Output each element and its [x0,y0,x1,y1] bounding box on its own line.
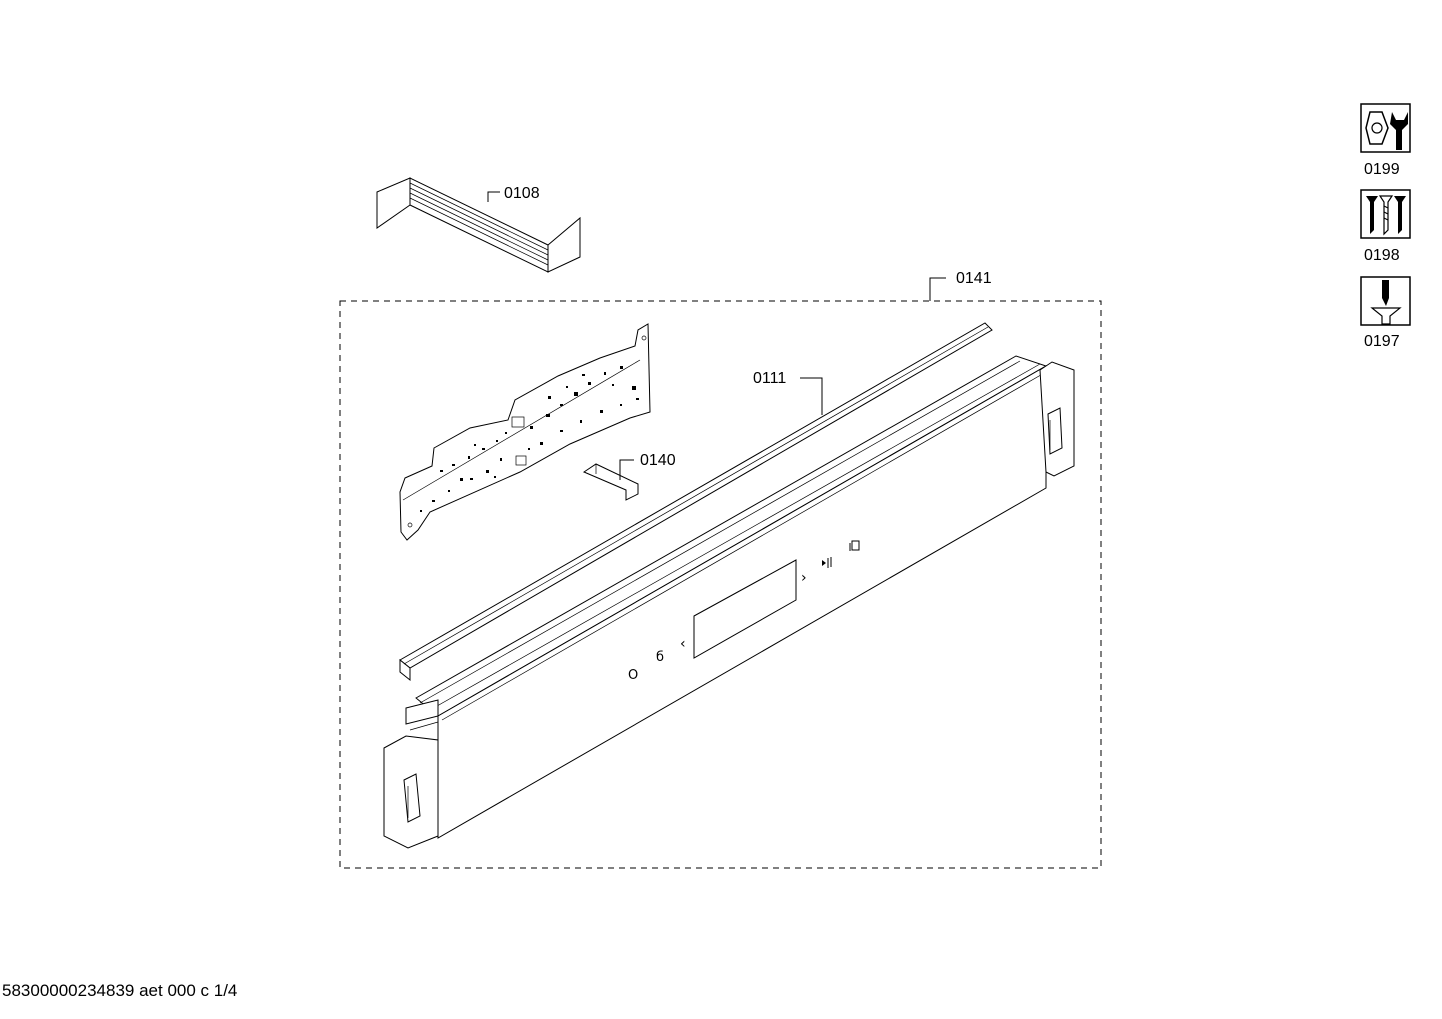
leader-0111 [800,377,823,415]
label-0111: 0111 [753,370,786,387]
label-0199: 0199 [1364,161,1400,178]
label-0108: 0108 [504,185,540,202]
label-0197: 0197 [1364,333,1400,350]
pcb-components [420,366,639,512]
document-id: 58300000234839 aet 000 c 1/4 [2,981,238,1000]
label-0198: 0198 [1364,247,1400,264]
leader-0140 [619,459,634,480]
part-0111-strip [399,322,993,682]
on-off-symbol: O [628,668,638,683]
control-pcb [399,323,651,541]
part-0108-ribbon [376,177,581,273]
leader-0108 [487,191,500,202]
part-0140-clip [582,463,639,501]
assembly-0141-frame [339,300,1102,869]
label-0140: 0140 [640,452,676,469]
timer-symbol: б [656,650,664,665]
control-panel-fascia: O б ‹ › [383,355,1075,849]
door-symbol [849,540,860,551]
right-arrow-symbol: › [801,570,807,586]
play-pause-symbol [822,557,832,568]
label-0141: 0141 [956,270,992,287]
service-icon-0197 [1360,276,1411,326]
leader-0141 [929,277,946,301]
left-arrow-symbol: ‹ [680,636,686,652]
service-icon-0199 [1360,103,1411,153]
service-icon-0198 [1360,189,1411,239]
